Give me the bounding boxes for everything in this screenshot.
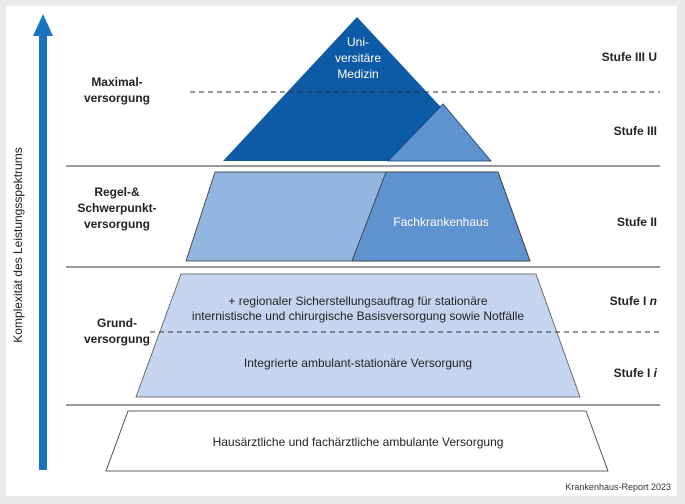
top-tier-label-2: versitäre — [335, 51, 381, 65]
stufe-ii-small-label: Stufe I i — [614, 366, 658, 380]
maximal-label-1: Maximal- — [91, 75, 142, 89]
regel-label-3: versorgung — [84, 217, 150, 231]
axis-label: Komplexität des Leistungsspektrums — [11, 147, 25, 342]
fachkrankenhaus-block — [351, 171, 531, 262]
grund-upper-line-1: + regionaler Sicherstellungsauftrag für … — [228, 294, 487, 308]
top-tier-label-3: Medizin — [337, 67, 378, 81]
stufe-iiiu-label: Stufe III U — [602, 50, 657, 64]
grund-label-2: versorgung — [84, 332, 150, 346]
maximal-label-2: versorgung — [84, 91, 150, 105]
grund-lower-label: Integrierte ambulant-stationäre Versorgu… — [244, 356, 472, 370]
fachkrankenhaus-label: Fachkrankenhaus — [393, 215, 488, 229]
stufe-iii-label: Stufe III — [614, 124, 657, 138]
base-label: Hausärztliche und fachärztliche ambulant… — [213, 435, 504, 449]
top-pyramid-inner — [387, 103, 492, 162]
regel-label-2: Schwerpunkt- — [77, 201, 156, 215]
stufe-ii-label: Stufe II — [617, 215, 657, 229]
grund-trapezoid — [135, 273, 581, 398]
grund-upper-line-2: internistische und chirurgische Basisver… — [192, 309, 524, 323]
source-label: Krankenhaus-Report 2023 — [565, 482, 671, 492]
top-tier-label-1: Uni- — [347, 35, 369, 49]
regel-label-1: Regel-& — [94, 185, 140, 199]
stufe-in-label: Stufe I n — [610, 294, 657, 308]
complexity-arrow-head — [33, 14, 53, 36]
grund-label-1: Grund- — [97, 316, 137, 330]
complexity-arrow-shaft — [39, 34, 47, 470]
base-trapezoid — [105, 410, 609, 472]
